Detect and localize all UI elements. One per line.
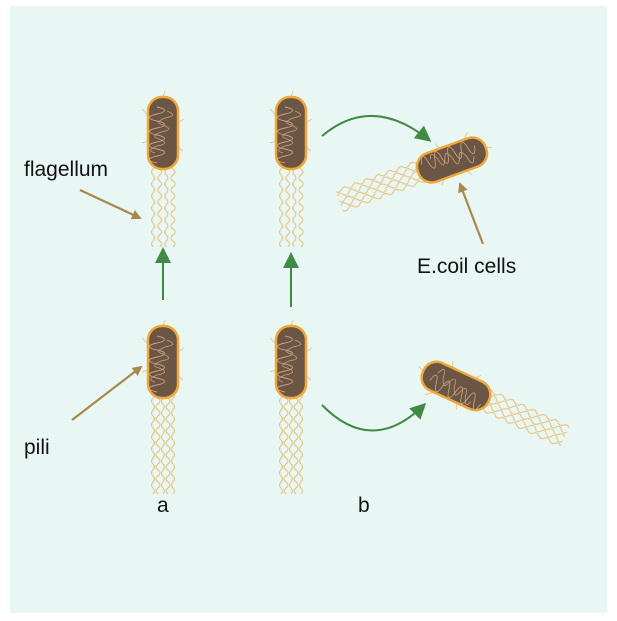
flagella <box>152 392 175 494</box>
cells-layer <box>142 91 574 494</box>
ecoli-pointer-arrow <box>460 184 483 244</box>
cell-b-bottom <box>270 320 312 494</box>
cell-body <box>276 97 306 169</box>
cell-tumbling-bottom <box>409 349 574 456</box>
flagellum-pointer-arrow <box>80 190 140 218</box>
flagella <box>478 388 569 447</box>
cell-a-top <box>142 91 184 247</box>
cell-b-top <box>270 91 312 247</box>
cell-tumbling-top <box>332 126 499 221</box>
ecoli-cells-label: E.coil cells <box>417 255 516 278</box>
flagella <box>335 159 427 211</box>
pili-label: pili <box>24 436 50 459</box>
flagella <box>280 163 304 247</box>
flagella <box>280 392 303 494</box>
cell-body <box>413 134 491 187</box>
cell-body <box>276 326 306 398</box>
flagellum-label: flagellum <box>24 158 108 181</box>
curved-motion-arrow-bottom <box>322 405 424 431</box>
curved-motion-arrow-top <box>322 116 429 140</box>
cell-body <box>417 357 495 415</box>
cell-body <box>148 97 178 169</box>
cell-a-bottom <box>142 320 184 494</box>
flagella <box>152 163 176 247</box>
panel-b-label: b <box>358 494 370 517</box>
pili-pointer-arrow <box>72 367 141 420</box>
panel-a-label: a <box>157 494 169 517</box>
cell-body <box>148 326 178 398</box>
